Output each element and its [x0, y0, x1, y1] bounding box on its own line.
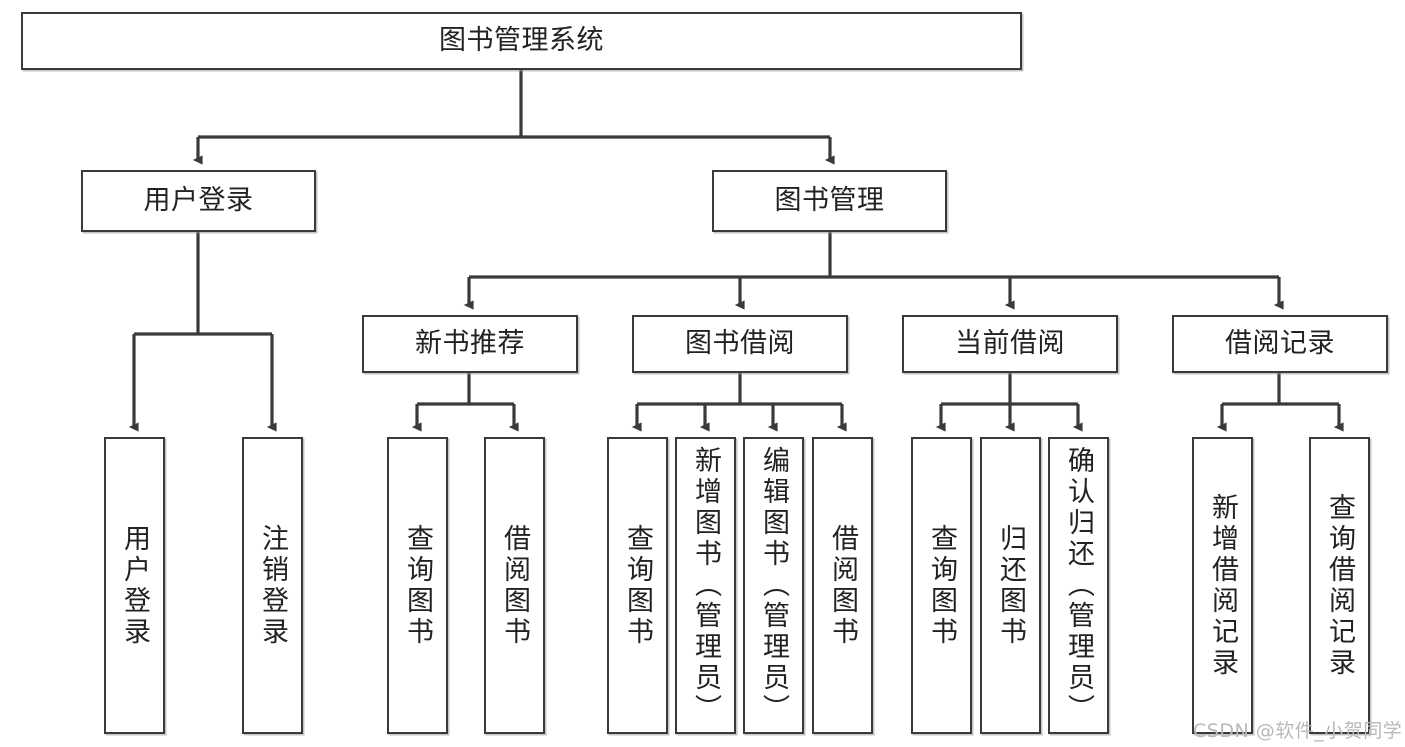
- node-label: 用户登录: [143, 185, 254, 217]
- node-leaf-return-books[interactable]: 归还图书: [980, 437, 1041, 734]
- node-leaf-query-books-1[interactable]: 查询图书: [387, 437, 448, 734]
- node-label: 查询图书: [622, 523, 653, 648]
- node-leaf-borrow-books-2[interactable]: 借阅图书: [812, 437, 873, 734]
- node-user-login[interactable]: 用户登录: [81, 170, 316, 232]
- node-book-management[interactable]: 图书管理: [712, 170, 947, 232]
- node-label: 查询图书: [402, 523, 433, 648]
- node-label: 借阅记录: [1225, 328, 1335, 360]
- node-leaf-edit-book-admin[interactable]: 编辑图书（管理员）: [743, 437, 804, 734]
- node-label: 新增图书（管理员）: [690, 446, 721, 725]
- node-label: 借阅图书: [499, 523, 530, 648]
- node-current-borrow[interactable]: 当前借阅: [902, 315, 1118, 373]
- node-label: 新书推荐: [415, 328, 525, 360]
- node-label: 编辑图书（管理员）: [758, 446, 789, 725]
- node-label: 用户登录: [119, 523, 150, 648]
- node-leaf-add-borrow-record[interactable]: 新增借阅记录: [1192, 437, 1253, 734]
- node-new-book-recommend[interactable]: 新书推荐: [362, 315, 578, 373]
- node-leaf-logout-login[interactable]: 注销登录: [242, 437, 303, 734]
- node-label: 借阅图书: [827, 523, 858, 648]
- node-leaf-user-login[interactable]: 用户登录: [104, 437, 165, 734]
- node-borrow-record[interactable]: 借阅记录: [1172, 315, 1388, 373]
- node-label: 查询借阅记录: [1324, 492, 1355, 679]
- node-label: 图书管理系统: [439, 25, 604, 57]
- node-leaf-confirm-return-admin[interactable]: 确认归还（管理员）: [1048, 437, 1109, 734]
- node-book-borrow[interactable]: 图书借阅: [632, 315, 848, 373]
- node-label: 注销登录: [257, 523, 288, 648]
- node-leaf-add-book-admin[interactable]: 新增图书（管理员）: [675, 437, 736, 734]
- node-label: 确认归还（管理员）: [1063, 446, 1094, 725]
- node-leaf-query-books-3[interactable]: 查询图书: [911, 437, 972, 734]
- node-label: 图书借阅: [685, 328, 795, 360]
- node-label: 归还图书: [995, 523, 1026, 648]
- node-label: 图书管理: [774, 185, 885, 217]
- node-leaf-borrow-books-1[interactable]: 借阅图书: [484, 437, 545, 734]
- csdn-watermark: CSDN @软件_小贺同学: [1193, 720, 1403, 742]
- node-label: 查询图书: [926, 523, 957, 648]
- node-root-system[interactable]: 图书管理系统: [21, 12, 1022, 70]
- node-leaf-query-books-2[interactable]: 查询图书: [607, 437, 668, 734]
- node-leaf-query-borrow-record[interactable]: 查询借阅记录: [1309, 437, 1370, 734]
- node-label: 新增借阅记录: [1207, 492, 1238, 679]
- node-label: 当前借阅: [955, 328, 1065, 360]
